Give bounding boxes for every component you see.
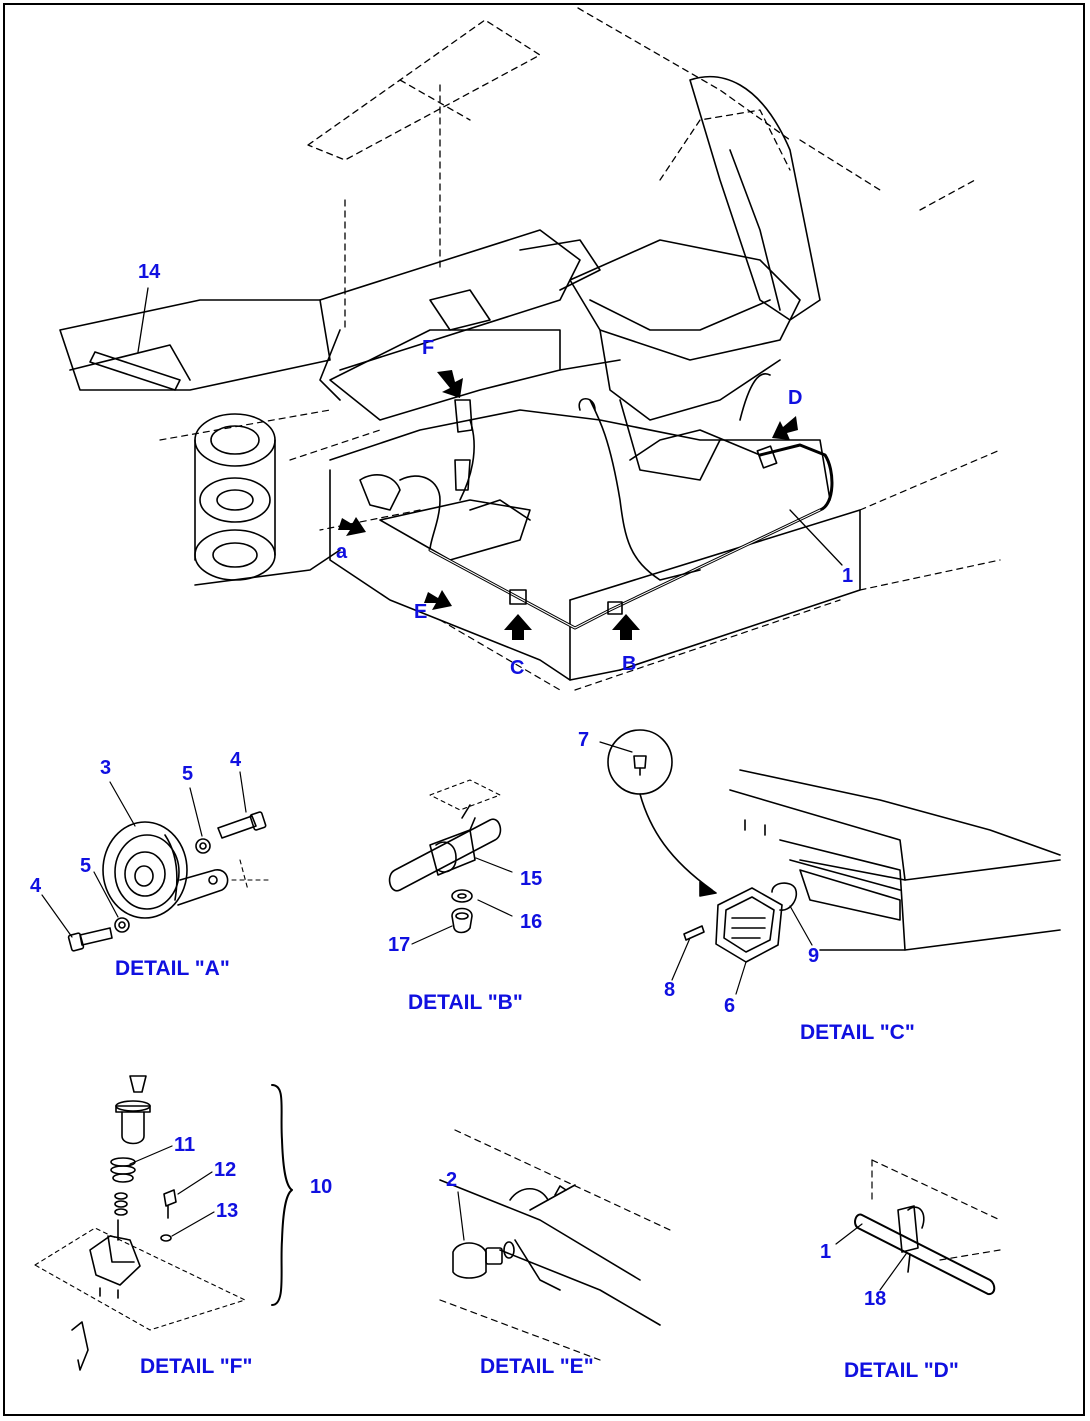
callout-14: 14	[138, 261, 161, 283]
callout-f: F	[422, 337, 435, 359]
detail-a-horn	[41, 771, 269, 952]
drawing-frame	[3, 3, 1085, 1416]
part-16: 16	[520, 911, 543, 933]
detail-c-lamp	[599, 729, 1061, 995]
callout-d: D	[788, 387, 803, 409]
detail-d-title: DETAIL "D"	[844, 1359, 959, 1382]
part-3: 3	[100, 757, 112, 779]
part-11: 11	[174, 1134, 196, 1156]
detail-d-clip	[835, 1159, 1001, 1296]
callout-b: B	[622, 653, 637, 675]
callout-a: a	[336, 541, 348, 563]
part-9: 9	[808, 945, 820, 967]
part-12: 12	[214, 1159, 237, 1181]
part-1: 1	[820, 1241, 832, 1263]
main-leaders	[137, 287, 843, 566]
part-17: 17	[388, 934, 411, 956]
detail-f-title: DETAIL "F"	[140, 1355, 253, 1378]
part-5: 5	[80, 855, 92, 877]
detail-e-title: DETAIL "E"	[480, 1355, 594, 1378]
detail-e-sensor	[439, 1129, 671, 1361]
detail-b-title: DETAIL "B"	[408, 991, 523, 1014]
part-7: 7	[578, 729, 590, 751]
detail-c-title: DETAIL "C"	[800, 1021, 915, 1044]
part-18: 18	[864, 1288, 887, 1310]
callout-e: E	[414, 601, 428, 623]
part-10: 10	[310, 1176, 333, 1198]
part-5: 5	[182, 763, 194, 785]
part-4: 4	[230, 749, 242, 771]
part-6: 6	[724, 995, 736, 1017]
part-13: 13	[216, 1200, 239, 1222]
callout-c: C	[510, 657, 525, 679]
view-arrows	[338, 370, 798, 640]
callout-1: 1	[842, 565, 854, 587]
detail-f-switch	[34, 1075, 293, 1371]
detail-a-title: DETAIL "A"	[115, 957, 230, 980]
part-8: 8	[664, 979, 676, 1001]
part-2: 2	[446, 1169, 458, 1191]
part-15: 15	[520, 868, 543, 890]
main-machine-view	[59, 7, 1001, 691]
part-4: 4	[30, 875, 42, 897]
detail-b-clamp	[388, 779, 513, 945]
